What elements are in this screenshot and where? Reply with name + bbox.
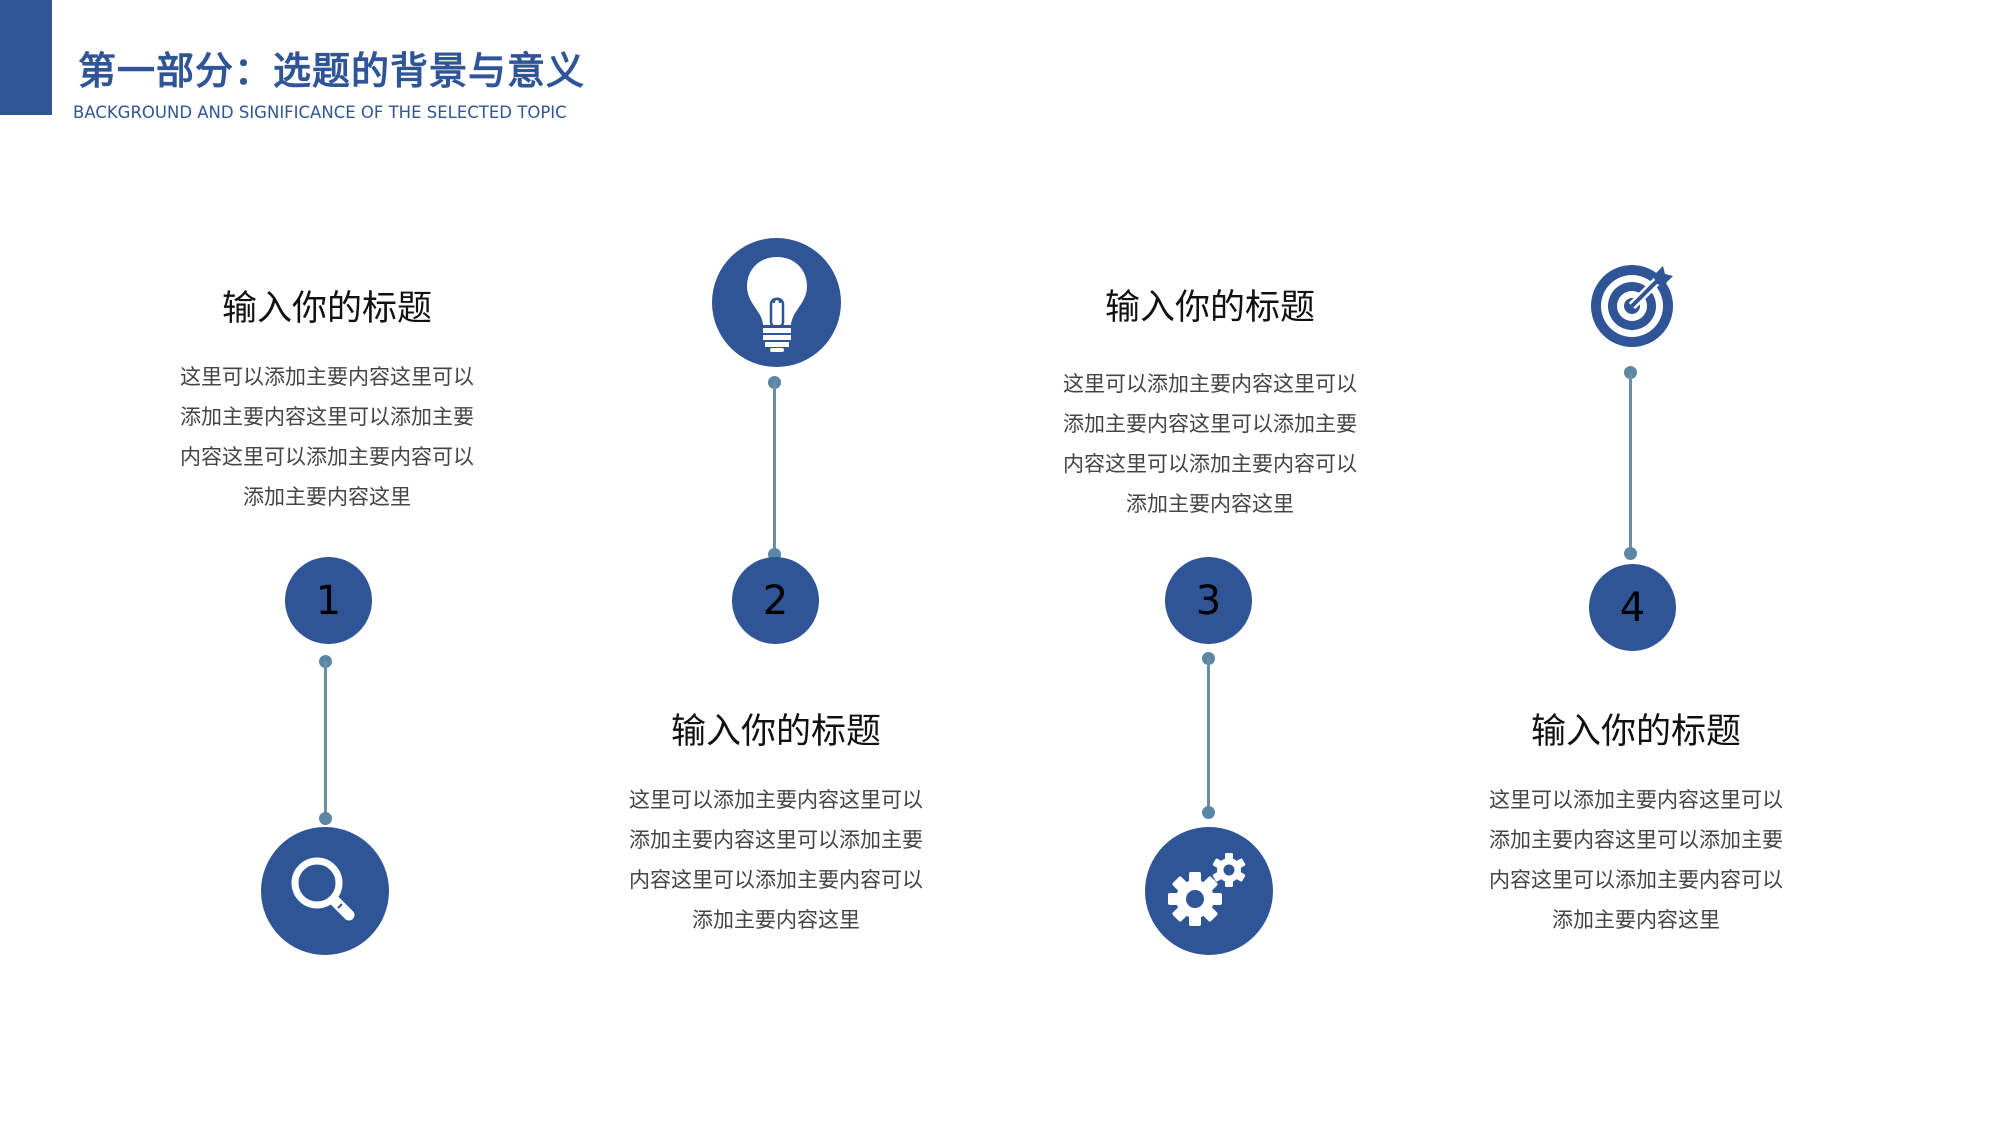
step-1-body: 这里可以添加主要内容这里可以 添加主要内容这里可以添加主要 内容这里可以添加主要… [137,357,517,517]
step-1-number: 1 [315,577,342,624]
step-4-body-line: 添加主要内容这里可以添加主要 [1489,828,1783,852]
gears-icon [1161,843,1257,939]
header-accent-bar [0,0,52,115]
step-1-title: 输入你的标题 [221,289,432,329]
step-2-body-line: 这里可以添加主要内容这里可以 [629,788,923,812]
step-4-icon-circle [1590,264,1675,348]
step-1-number-badge: 1 [285,557,372,644]
step-4-number: 4 [1619,584,1646,631]
connector-dot [1202,806,1215,819]
connector-line [1207,658,1210,812]
step-3-body-line: 这里可以添加主要内容这里可以 [1063,372,1357,396]
step-4-text-block: 输入你的标题 这里可以添加主要内容这里可以 添加主要内容这里可以添加主要 内容这… [1446,710,1826,940]
step-1-icon-circle [261,827,389,955]
step-4-body-line: 添加主要内容这里 [1552,908,1720,932]
step-3-icon-circle [1145,827,1273,955]
step-3-body: 这里可以添加主要内容这里可以 添加主要内容这里可以添加主要 内容这里可以添加主要… [1020,364,1400,524]
step-1-body-line: 添加主要内容这里 [243,485,411,509]
step-4-body: 这里可以添加主要内容这里可以 添加主要内容这里可以添加主要 内容这里可以添加主要… [1446,780,1826,940]
step-1-body-line: 这里可以添加主要内容这里可以 [180,365,474,389]
magnifier-icon [283,849,367,933]
step-2-title: 输入你的标题 [670,712,881,752]
step-2-number-badge: 2 [732,557,819,644]
connector-line [1629,372,1632,554]
step-2-body: 这里可以添加主要内容这里可以 添加主要内容这里可以添加主要 内容这里可以添加主要… [586,780,966,940]
lightbulb-icon [742,253,812,353]
page-subtitle: BACKGROUND AND SIGNIFICANCE OF THE SELEC… [73,103,567,122]
step-2-text-block: 输入你的标题 这里可以添加主要内容这里可以 添加主要内容这里可以添加主要 内容这… [586,710,966,940]
step-3-number: 3 [1195,577,1222,624]
step-3-body-line: 内容这里可以添加主要内容可以 [1063,452,1357,476]
step-3-body-line: 添加主要内容这里 [1126,492,1294,516]
connector-dot [1624,547,1637,560]
step-3-number-badge: 3 [1165,557,1252,644]
step-2-body-line: 添加主要内容这里 [692,908,860,932]
step-2-body-line: 内容这里可以添加主要内容可以 [629,868,923,892]
step-1-text-block: 输入你的标题 这里可以添加主要内容这里可以 添加主要内容这里可以添加主要 内容这… [137,287,517,517]
connector-dot [319,812,332,825]
step-4-title: 输入你的标题 [1530,712,1741,752]
page-title: 第一部分：选题的背景与意义 [78,49,586,93]
target-icon [1590,264,1675,348]
step-4-number-badge: 4 [1589,564,1676,651]
step-2-icon-circle [712,238,841,367]
step-3-title: 输入你的标题 [1104,288,1315,328]
step-1-body-line: 内容这里可以添加主要内容可以 [180,445,474,469]
step-2-number: 2 [762,577,789,624]
step-1-body-line: 添加主要内容这里可以添加主要 [180,405,474,429]
step-2-body-line: 添加主要内容这里可以添加主要 [629,828,923,852]
step-3-body-line: 添加主要内容这里可以添加主要 [1063,412,1357,436]
connector-line [324,661,327,818]
step-4-body-line: 这里可以添加主要内容这里可以 [1489,788,1783,812]
step-3-text-block: 输入你的标题 这里可以添加主要内容这里可以 添加主要内容这里可以添加主要 内容这… [1020,286,1400,524]
step-4-body-line: 内容这里可以添加主要内容可以 [1489,868,1783,892]
connector-line [773,382,776,554]
